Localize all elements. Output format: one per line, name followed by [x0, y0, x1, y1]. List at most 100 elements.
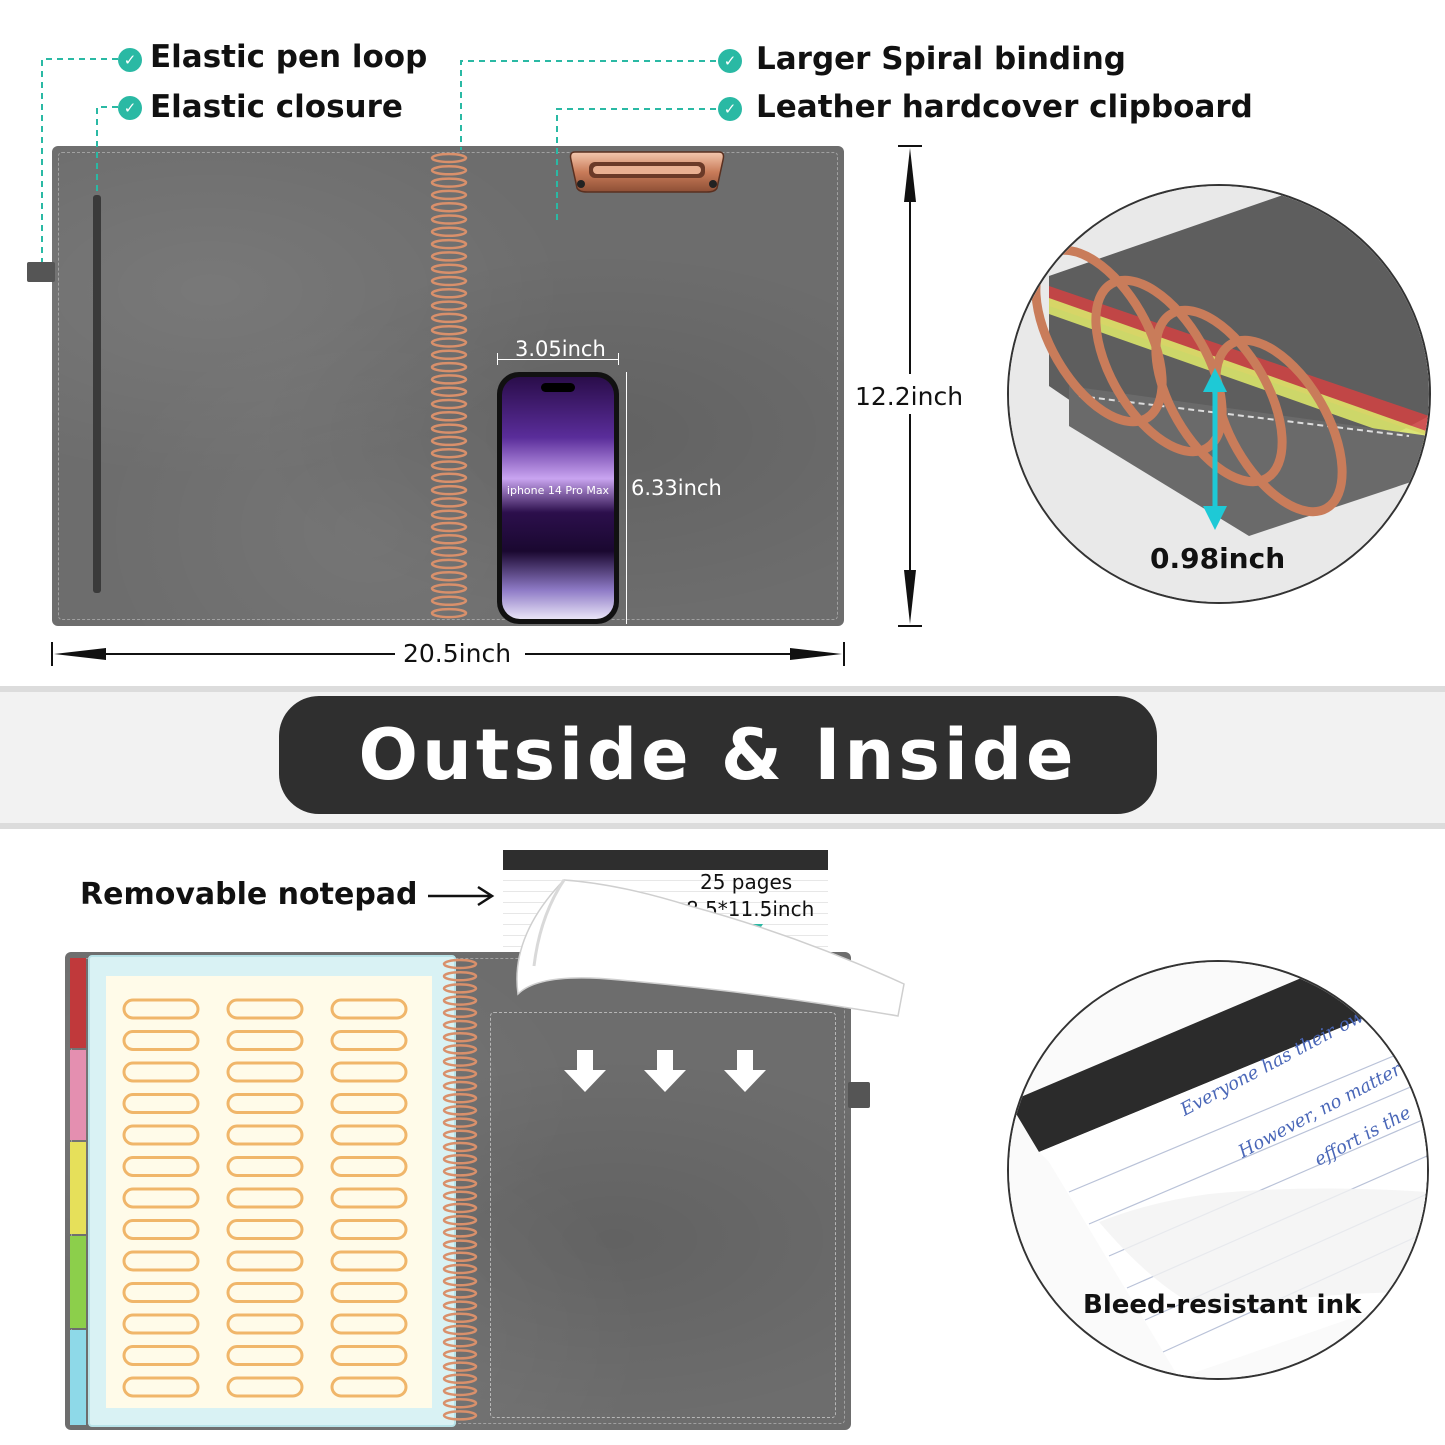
- spiral-binding-top: [430, 152, 468, 619]
- feature-pen-loop: Elastic pen loop: [150, 39, 428, 75]
- ink-closeup: Everyone has their own world However, no…: [1007, 960, 1429, 1380]
- check-icon: ✓: [118, 96, 142, 120]
- sticker-outline: [330, 998, 408, 1020]
- spiral-coil: [430, 534, 468, 545]
- spiral-coil: [442, 1153, 478, 1165]
- spiral-coil: [430, 472, 468, 484]
- ring-closeup-image: [1009, 186, 1429, 602]
- divider-tab-green: [70, 1236, 86, 1328]
- phone-width-line: [497, 359, 619, 360]
- feature-clipboard: Leather hardcover clipboard: [756, 89, 1253, 125]
- sticker-outline: [226, 1345, 304, 1366]
- sticker-outline: [122, 1124, 200, 1146]
- phone-width-tick-right: [618, 353, 619, 365]
- notepad-pocket: [490, 1012, 836, 1418]
- sticker-outline: [226, 1282, 304, 1303]
- spiral-coil: [442, 1080, 478, 1092]
- height-arrow: [898, 145, 922, 627]
- sticker-outline: [122, 1345, 200, 1366]
- spiral-coil: [430, 447, 468, 459]
- spiral-coil: [442, 1385, 478, 1397]
- sticker-sheet: [106, 976, 432, 1408]
- spiral-coil: [442, 958, 478, 970]
- arrow-right-icon: [428, 885, 495, 907]
- sticker-outline: [330, 1282, 408, 1303]
- height-label: 12.2inch: [855, 382, 964, 411]
- spiral-coil: [442, 1373, 478, 1385]
- sticker-outline: [122, 1061, 200, 1083]
- spiral-coil: [430, 423, 468, 434]
- spiral-coil: [442, 1007, 478, 1019]
- callout-lines: [41, 58, 716, 262]
- arrow-down-icon: [564, 1050, 606, 1092]
- spiral-coil: [430, 226, 468, 238]
- spiral-coil: [430, 165, 468, 176]
- pen-loop-tab-bottom: [848, 1082, 870, 1108]
- spiral-coil: [442, 1239, 478, 1250]
- banner-pill: Outside & Inside: [279, 696, 1157, 814]
- notepad-header-bar: [503, 850, 828, 870]
- spiral-coil: [430, 324, 468, 336]
- divider-tab-red: [70, 958, 86, 1048]
- phone-image: iphone 14 Pro Max: [497, 372, 619, 624]
- spiral-coil: [442, 1397, 478, 1409]
- spiral-coil: [430, 300, 468, 311]
- phone-width-tick-left: [497, 353, 498, 365]
- banner-title: Outside & Inside: [358, 714, 1078, 796]
- sticker-outline: [226, 1376, 304, 1398]
- spiral-coil: [430, 349, 468, 361]
- spiral-coil: [442, 1202, 478, 1214]
- feature-closure: Elastic closure: [150, 89, 403, 125]
- sticker-outline: [330, 1250, 408, 1272]
- divider-tab-cyan: [70, 1330, 86, 1425]
- spiral-coil: [442, 970, 478, 982]
- spiral-coil: [442, 1092, 478, 1104]
- sticker-outline: [226, 1313, 304, 1335]
- sticker-outline: [226, 998, 304, 1020]
- sticker-outline: [226, 1250, 304, 1272]
- spiral-coil: [430, 361, 468, 373]
- sticker-outline: [330, 1061, 408, 1083]
- spiral-coil: [430, 288, 468, 299]
- spiral-coil: [442, 1117, 478, 1128]
- spiral-coil: [430, 177, 468, 188]
- spiral-coil: [442, 1031, 478, 1043]
- spiral-coil: [430, 460, 468, 471]
- sticker-outline: [122, 1250, 200, 1272]
- spiral-coil: [442, 995, 478, 1006]
- feature-spiral: Larger Spiral binding: [756, 41, 1126, 77]
- sticker-outline: [122, 1376, 200, 1398]
- arrow-down-icon: [644, 1050, 686, 1092]
- check-icon: ✓: [718, 97, 742, 121]
- spiral-coil: [430, 312, 468, 324]
- spiral-coil: [442, 1288, 478, 1299]
- sticker-outline: [226, 1030, 304, 1051]
- ink-closeup-image: [1009, 962, 1427, 1378]
- spiral-coil: [442, 1349, 478, 1360]
- sticker-outline: [330, 1313, 408, 1335]
- sticker-outline: [122, 1187, 200, 1209]
- width-arrow: [51, 642, 845, 666]
- sticker-outline: [330, 1219, 408, 1240]
- sticker-outline: [226, 1124, 304, 1146]
- phone-screen: [502, 377, 614, 619]
- spiral-coil: [430, 214, 468, 225]
- sticker-outline: [330, 1156, 408, 1177]
- spiral-coil: [430, 337, 468, 348]
- sticker-outline: [330, 1345, 408, 1366]
- divider-tab-pink: [70, 1050, 86, 1140]
- spiral-coil: [430, 411, 468, 422]
- spiral-coil: [430, 251, 468, 262]
- spiral-coil: [442, 1263, 478, 1275]
- check-icon: ✓: [718, 49, 742, 73]
- phone-height-label: 6.33inch: [631, 476, 722, 500]
- spiral-coil: [430, 509, 468, 520]
- spiral-coil: [430, 263, 468, 274]
- spiral-coil: [442, 1141, 478, 1153]
- spiral-coil: [430, 374, 468, 385]
- sticker-outline: [122, 1219, 200, 1240]
- spiral-coil: [430, 398, 468, 410]
- spiral-coil: [442, 1227, 478, 1238]
- ring-size-label: 0.98inch: [1150, 542, 1286, 575]
- elastic-closure-band: [93, 195, 101, 593]
